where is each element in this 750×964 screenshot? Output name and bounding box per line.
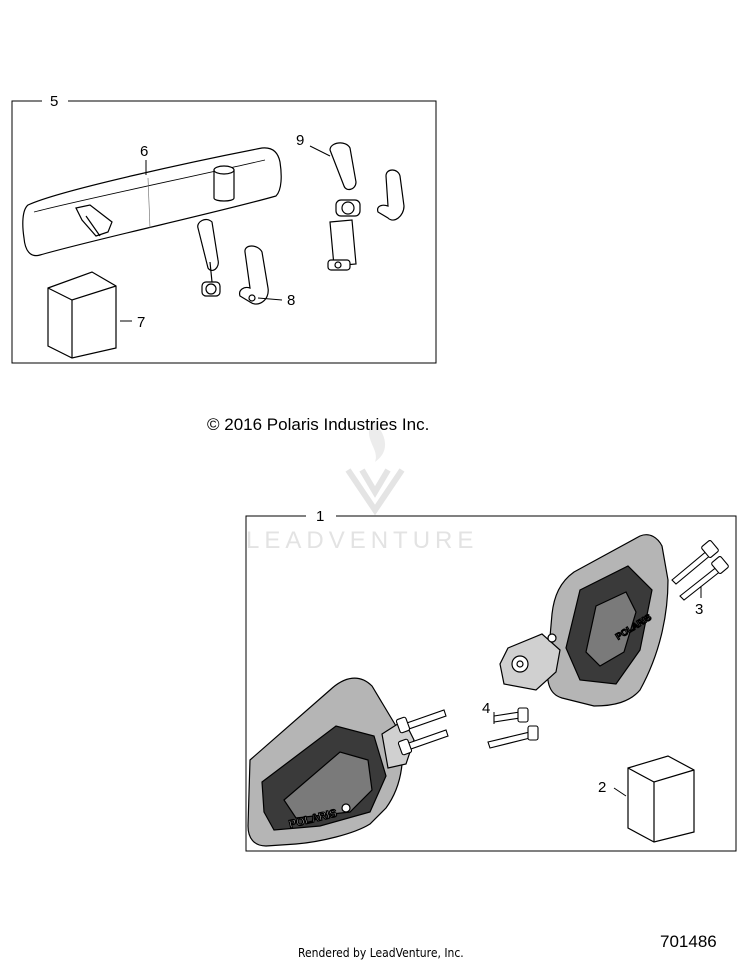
leader-lines-lower (493, 586, 702, 797)
watermark-text: LEADVENTURE (246, 527, 479, 554)
callout-5: 5 (50, 93, 58, 110)
callout-3: 3 (695, 601, 703, 618)
callout-8: 8 (287, 292, 295, 309)
diagram-id: 701486 (660, 932, 717, 951)
callout-6: 6 (140, 143, 148, 160)
rear-view-mirror-icon[interactable] (22, 147, 282, 257)
copyright-text: © 2016 Polaris Industries Inc. (207, 415, 430, 434)
side-mirror-right-icon[interactable]: POLARIS (499, 534, 669, 707)
leadventure-logo-icon (345, 420, 405, 516)
callout-1: 1 (316, 508, 324, 525)
callout-4: 4 (482, 700, 490, 717)
callout-7: 7 (137, 314, 145, 331)
mount-clamp-icon[interactable] (197, 218, 269, 305)
package-box-icon (47, 271, 117, 359)
bolt-icon[interactable] (671, 540, 729, 601)
bolt-icon[interactable] (395, 707, 539, 756)
callout-2: 2 (598, 779, 606, 796)
package-box-icon (627, 755, 695, 843)
callout-9: 9 (296, 132, 304, 149)
mount-clamp-assembly-icon[interactable] (327, 142, 405, 271)
kit-5-frame (11, 100, 437, 364)
kit-1-frame (245, 515, 737, 852)
leader-lines-upper (120, 145, 331, 322)
callout-labels: 5 6 9 7 8 1 3 4 2 (50, 93, 703, 796)
footer-text: Rendered by LeadVenture, Inc. (298, 946, 464, 960)
side-mirror-left-icon[interactable]: POLARIS (247, 677, 415, 847)
